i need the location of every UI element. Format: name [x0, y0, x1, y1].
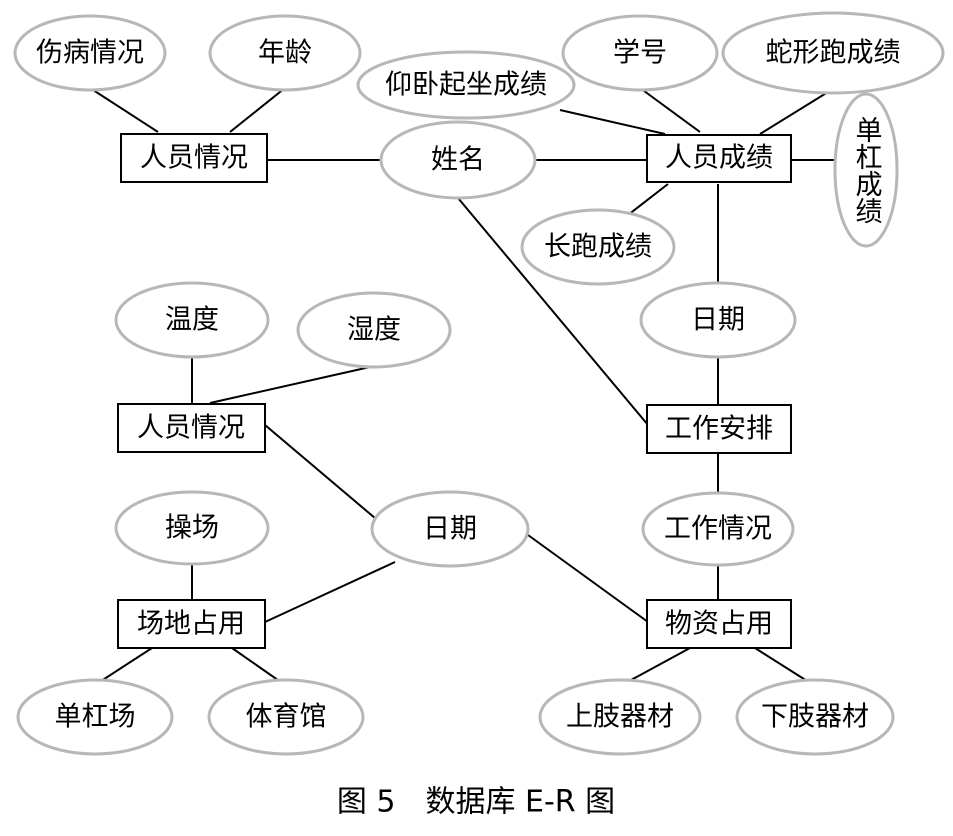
attribute-work-status: 工作情况 [641, 491, 795, 567]
entity-personnel-mid: 人员情况 [117, 403, 266, 453]
attribute-studentid-label: 学号 [613, 38, 667, 69]
line-injury-personnel [89, 87, 159, 133]
line-studentid-scores [639, 87, 701, 133]
attribute-upper-equipment-label: 上肢器材 [566, 702, 674, 733]
line-date-material [527, 534, 649, 623]
entity-personnel-top: 人员情况 [120, 133, 268, 183]
attribute-temperature-label: 温度 [165, 305, 219, 336]
attribute-gym: 体育馆 [207, 678, 365, 756]
attribute-date-mid-label: 日期 [423, 514, 477, 545]
attribute-situps: 仰卧起坐成绩 [356, 50, 576, 120]
attribute-date-top: 日期 [639, 281, 797, 359]
attribute-bar-field: 单杠场 [16, 678, 174, 756]
attribute-serpentine-label: 蛇形跑成绩 [766, 38, 901, 69]
line-date-venue [264, 561, 396, 623]
attribute-date-mid: 日期 [370, 490, 530, 568]
entity-venue-use: 场地占用 [117, 599, 266, 649]
attribute-injury: 伤病情况 [13, 14, 167, 92]
figure-caption: 图 5 数据库 E-R 图 [337, 785, 615, 820]
entity-work-schedule-label: 工作安排 [665, 414, 773, 445]
line-serpentine-scores [759, 91, 829, 135]
attribute-gym-label: 体育馆 [246, 702, 327, 733]
attribute-upper-equipment: 上肢器材 [538, 678, 702, 756]
attribute-bar-field-label: 单杠场 [55, 702, 136, 733]
attribute-situps-label: 仰卧起坐成绩 [385, 70, 547, 101]
attribute-work-status-label: 工作情况 [664, 514, 772, 545]
attribute-age: 年龄 [208, 14, 362, 92]
entity-venue-use-label: 场地占用 [137, 609, 245, 640]
attribute-longrun-label: 长跑成绩 [544, 232, 652, 263]
line-longrun-scores [627, 183, 669, 216]
attribute-name: 姓名 [379, 120, 537, 200]
attribute-injury-label: 伤病情况 [36, 38, 144, 69]
attribute-lower-equipment-label: 下肢器材 [761, 702, 869, 733]
entity-material-use: 物资占用 [646, 599, 792, 649]
line-age-personnel [229, 87, 286, 133]
attribute-name-label: 姓名 [431, 145, 485, 176]
entity-personnel-top-label: 人员情况 [140, 143, 248, 174]
entity-personnel-scores: 人员成绩 [646, 134, 792, 183]
attribute-humidity: 湿度 [296, 291, 452, 369]
line-personnel-date [264, 424, 396, 536]
attribute-lower-equipment: 下肢器材 [735, 678, 895, 756]
entity-work-schedule: 工作安排 [646, 404, 792, 454]
line-situps-scores [559, 109, 666, 135]
entity-personnel-scores-label: 人员成绩 [665, 143, 773, 174]
attribute-humidity-label: 湿度 [347, 315, 401, 346]
attribute-date-top-label: 日期 [691, 305, 745, 336]
entity-material-use-label: 物资占用 [665, 609, 773, 640]
line-name-schedule [457, 197, 649, 426]
attribute-temperature: 温度 [114, 281, 270, 359]
attribute-longrun: 长跑成绩 [520, 208, 676, 286]
attribute-playground-label: 操场 [165, 513, 219, 544]
line-humidity-personnel [209, 366, 371, 404]
attribute-playground: 操场 [114, 490, 270, 566]
attribute-serpentine: 蛇形跑成绩 [721, 11, 945, 95]
attribute-pullup-label: 单杠成绩 [851, 116, 883, 224]
entity-personnel-mid-label: 人员情况 [137, 413, 245, 444]
attribute-studentid: 学号 [561, 14, 719, 92]
attribute-pullup: 单杠成绩 [833, 92, 899, 248]
attribute-age-label: 年龄 [258, 38, 312, 69]
